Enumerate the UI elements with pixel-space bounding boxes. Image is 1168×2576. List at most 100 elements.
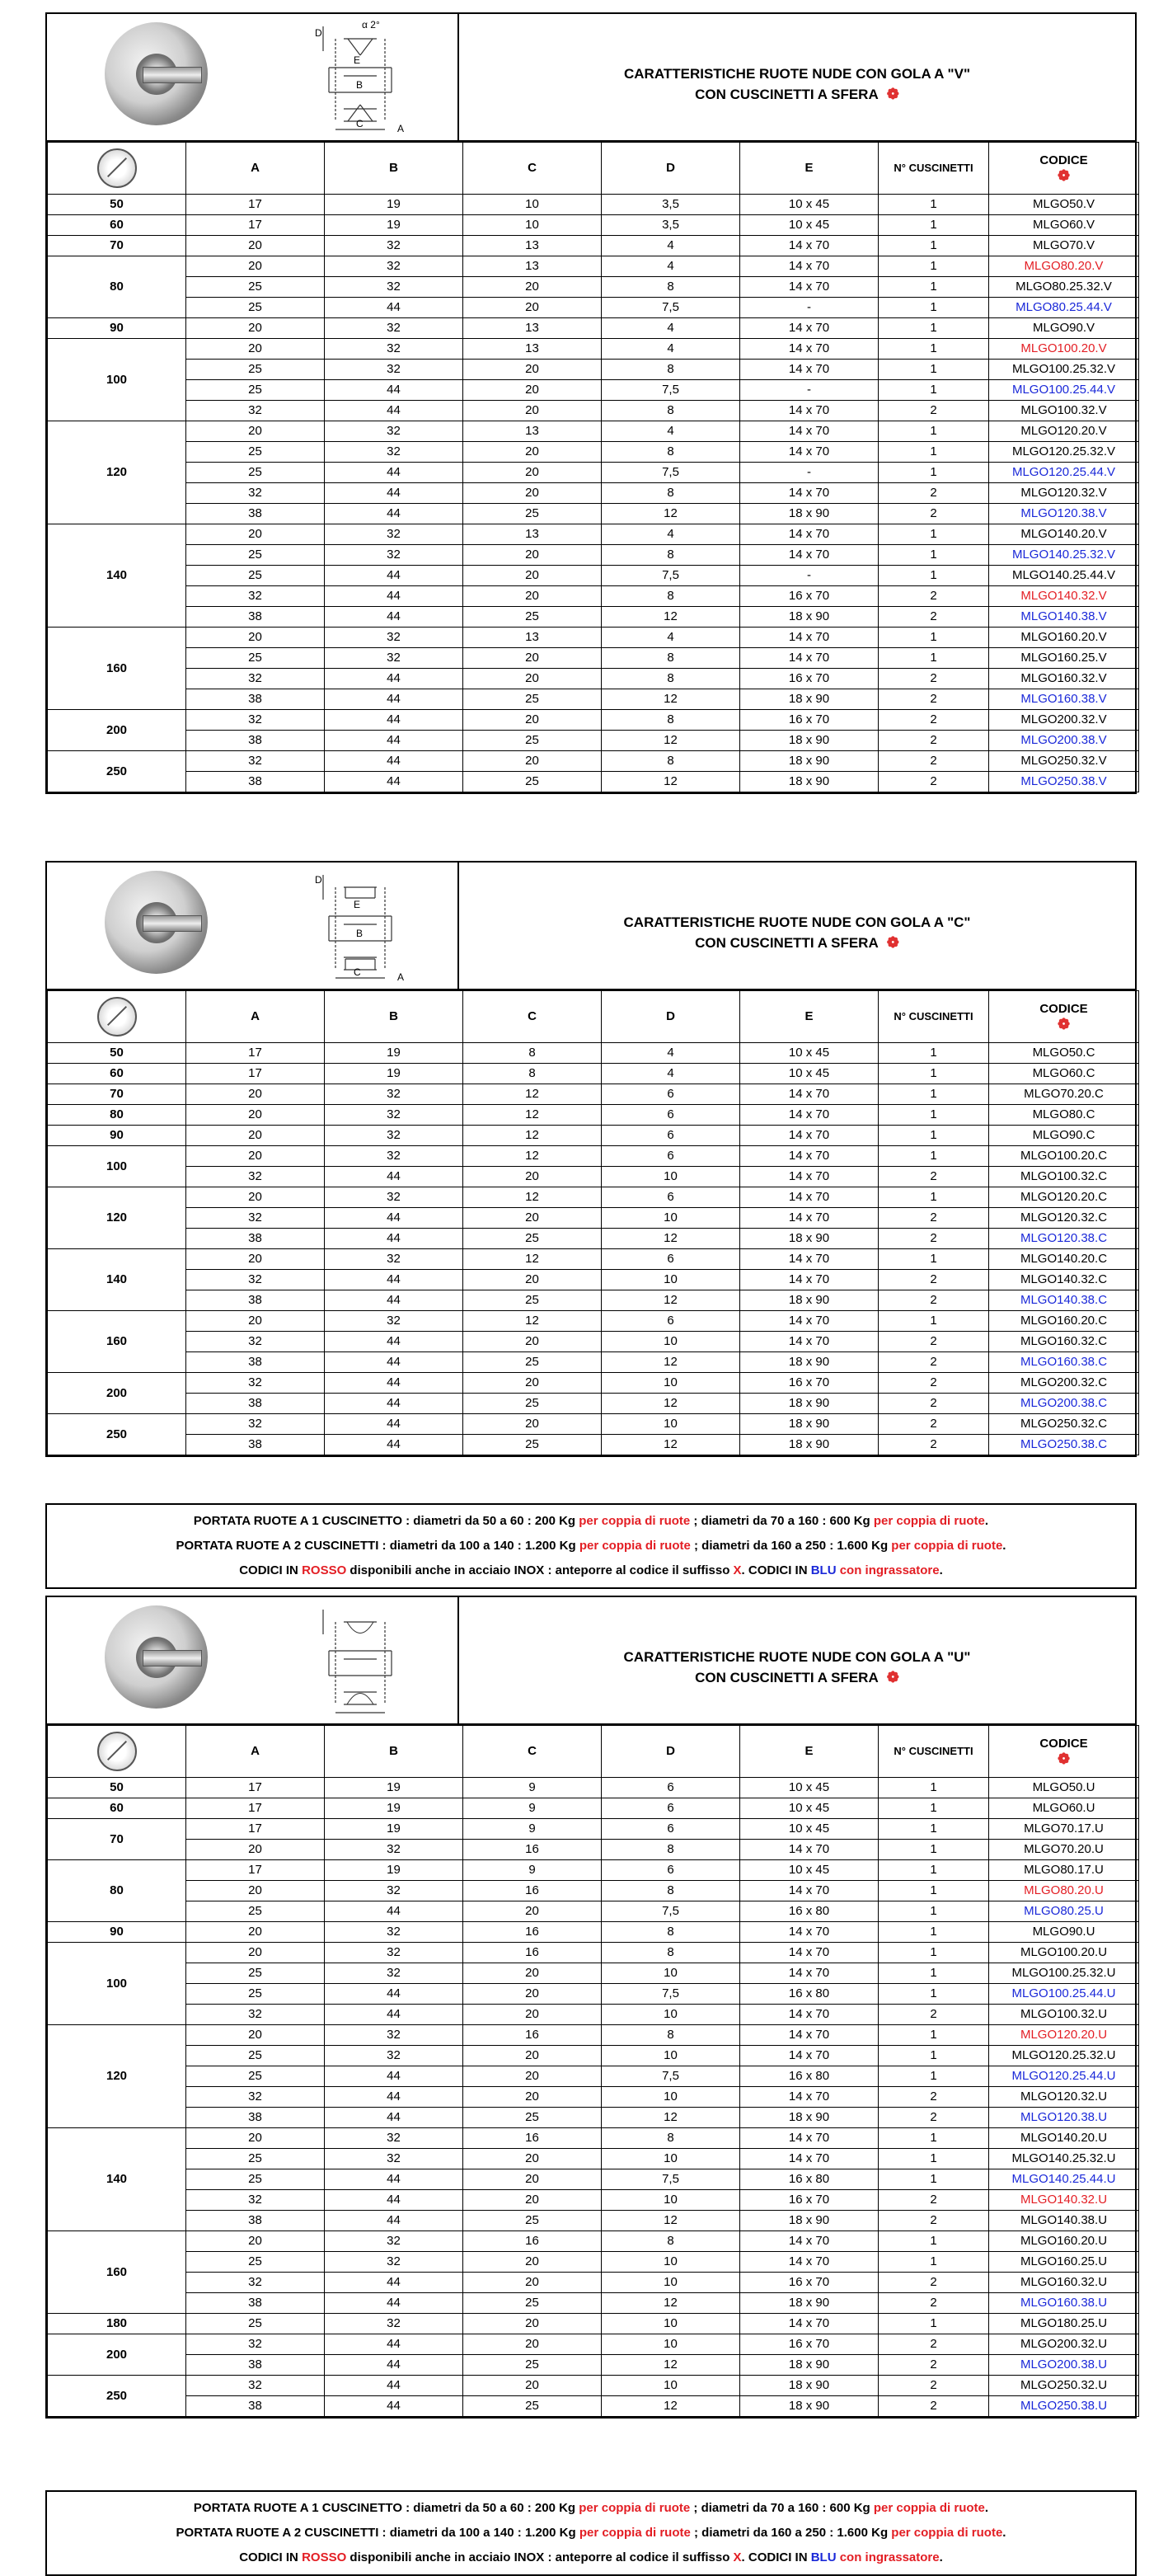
product-code-cell: MLGO70.17.U <box>988 1818 1139 1840</box>
value-cell: 1 <box>878 2066 989 2087</box>
diameter-cell: 250 <box>47 1413 186 1455</box>
value-cell: 2 <box>878 2004 989 2025</box>
value-cell: 14 x 70 <box>739 1963 879 1984</box>
note-text: CODICI IN <box>239 2550 303 2564</box>
value-cell: 44 <box>324 2334 463 2355</box>
value-cell: 1 <box>878 256 989 277</box>
product-code-cell: MLGO120.25.32.V <box>988 441 1139 463</box>
value-cell: 32 <box>324 1145 463 1167</box>
value-cell: 32 <box>185 750 325 772</box>
product-code-cell: MLGO100.20.V <box>988 338 1139 360</box>
value-cell: 20 <box>462 1413 602 1435</box>
value-cell: 32 <box>324 1125 463 1146</box>
value-cell: 13 <box>462 627 602 648</box>
value-cell: 8 <box>601 544 740 566</box>
value-cell: 17 <box>185 194 325 215</box>
product-code-cell: MLGO70.20.C <box>988 1084 1139 1105</box>
product-code-cell: MLGO100.32.V <box>988 400 1139 421</box>
value-cell: 10 <box>601 1372 740 1394</box>
diameter-cell: 200 <box>47 709 186 751</box>
value-cell: 8 <box>601 2024 740 2046</box>
value-cell: 20 <box>462 441 602 463</box>
value-cell: 44 <box>324 2292 463 2314</box>
value-cell: 32 <box>324 276 463 298</box>
product-code-cell: MLGO140.38.V <box>988 606 1139 628</box>
section-title: CARATTERISTICHE RUOTE NUDE CON GOLA A "C… <box>459 863 1135 989</box>
value-cell: 6 <box>601 1248 740 1270</box>
note-text: con ingrassatore <box>836 2550 940 2564</box>
product-code-cell: MLGO140.20.C <box>988 1248 1139 1270</box>
value-cell: 10 <box>601 2251 740 2273</box>
value-cell: 44 <box>324 2354 463 2376</box>
value-cell: 18 x 90 <box>739 730 879 751</box>
value-cell: 10 <box>462 214 602 236</box>
value-cell: - <box>739 462 879 483</box>
value-cell: 20 <box>462 482 602 504</box>
product-code-cell: MLGO100.25.44.V <box>988 379 1139 401</box>
note-line-3: CODICI IN ROSSO disponibili anche in acc… <box>47 1558 1135 1583</box>
product-code-cell: MLGO90.C <box>988 1125 1139 1146</box>
product-code-cell: MLGO50.C <box>988 1042 1139 1064</box>
wheel-photo <box>105 1605 208 1709</box>
value-cell: 14 x 70 <box>739 421 879 442</box>
product-code-cell: MLGO160.32.V <box>988 668 1139 689</box>
value-cell: 14 x 70 <box>739 2127 879 2149</box>
value-cell: 8 <box>601 1942 740 1963</box>
product-code-cell: MLGO250.32.U <box>988 2375 1139 2396</box>
diameter-cell: 200 <box>47 1372 186 1414</box>
value-cell: 18 x 90 <box>739 689 879 710</box>
product-code-cell: MLGO200.38.V <box>988 730 1139 751</box>
value-cell: 32 <box>324 1104 463 1126</box>
value-cell: 32 <box>324 421 463 442</box>
value-cell: 14 x 70 <box>739 1104 879 1126</box>
value-cell: 16 <box>462 2230 602 2252</box>
value-cell: 25 <box>462 1228 602 1249</box>
value-cell: 2 <box>878 400 989 421</box>
note-text: disponibili anche in acciaio INOX : ante… <box>346 2550 734 2564</box>
product-code-cell: MLGO100.25.32.U <box>988 1963 1139 1984</box>
note-text: per coppia di ruote <box>891 2526 1003 2540</box>
product-code-cell: MLGO160.25.U <box>988 2251 1139 2273</box>
value-cell: 25 <box>462 1434 602 1455</box>
value-cell: 12 <box>462 1248 602 1270</box>
value-cell: 18 x 90 <box>739 1351 879 1373</box>
value-cell: 20 <box>462 1963 602 1984</box>
value-cell: 20 <box>185 1125 325 1146</box>
value-cell: 1 <box>878 462 989 483</box>
value-cell: 12 <box>601 606 740 628</box>
value-cell: 20 <box>462 379 602 401</box>
flower-icon: ❁ <box>886 934 899 951</box>
diameter-header <box>47 1725 186 1778</box>
value-cell: 2 <box>878 1207 989 1229</box>
value-cell: 44 <box>324 2169 463 2190</box>
value-cell: 10 <box>601 1166 740 1187</box>
column-header-e: E <box>739 142 879 195</box>
value-cell: 18 x 90 <box>739 1290 879 1311</box>
value-cell: 2 <box>878 585 989 607</box>
product-code-cell: MLGO200.32.V <box>988 709 1139 731</box>
value-cell: 19 <box>324 214 463 236</box>
value-cell: 10 <box>601 2313 740 2334</box>
value-cell: 7,5 <box>601 462 740 483</box>
value-cell: 18 x 90 <box>739 771 879 792</box>
product-code-cell: MLGO120.38.V <box>988 503 1139 524</box>
value-cell: 12 <box>601 1228 740 1249</box>
diameter-cell: 100 <box>47 1942 186 2025</box>
value-cell: 20 <box>462 2272 602 2293</box>
value-cell: 20 <box>462 1983 602 2005</box>
value-cell: 1 <box>878 1777 989 1798</box>
value-cell: 25 <box>185 2251 325 2273</box>
diameter-cell: 90 <box>47 1125 186 1146</box>
note-text: ; diametri da 160 a 250 : 1.600 Kg <box>690 2526 892 2540</box>
value-cell: 12 <box>601 2354 740 2376</box>
